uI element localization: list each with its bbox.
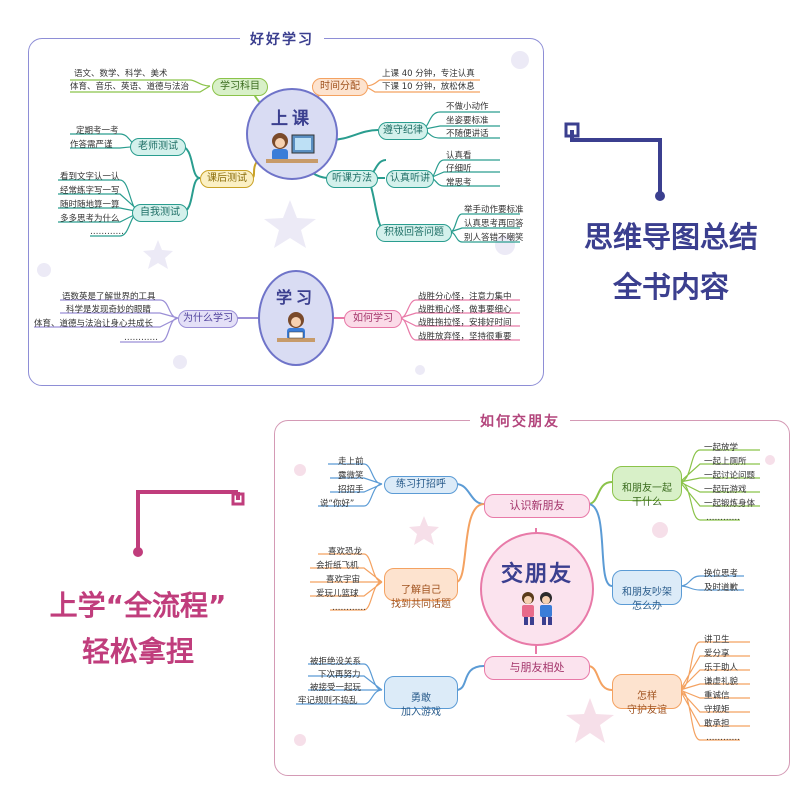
quarrel-leaf-2: 及时道歉 [704,582,738,594]
together-leaf-5: 一起锻炼身体 [704,498,755,510]
branch-meet-new-friends: 认识新朋友 [484,494,590,518]
brave-leaf-2: 下次再努力 [318,669,361,681]
branch-do-together: 和朋友一起 干什么 [612,466,682,501]
branch-get-along: 与朋友相处 [484,656,590,680]
greet-leaf-3: 招招手 [338,484,364,496]
greet-leaf-4: 说“你好” [320,498,354,510]
common-leaf-1: 喜欢恐龙 [328,546,362,558]
star-decoration [566,698,614,743]
common-leaf-4: 爱玩儿篮球 [316,588,359,600]
protect-leaf-8: ………… [706,732,740,744]
together-leaf-4: 一起玩游戏 [704,484,747,496]
protect-leaf-2: 爱分享 [704,648,730,660]
branch-join-game: 勇敢 加入游戏 [384,676,458,709]
greet-leaf-2: 露微笑 [338,470,364,482]
common-leaf-3: 喜欢宇宙 [326,574,360,586]
branch-protect-friendship: 怎样 守护友谊 [612,674,682,709]
together-leaf-3: 一起讨论问题 [704,470,755,482]
protect-leaf-4: 谦虚礼貌 [704,676,738,688]
two-friends-illustration [512,588,562,628]
star-decoration [409,516,439,545]
center-node-make-friends: 交朋友 [480,532,594,646]
branch-quarrel: 和朋友吵架 怎么办 [612,570,682,605]
together-leaf-1: 一起放学 [704,442,738,454]
protect-leaf-5: 重诚信 [704,690,730,702]
protect-leaf-7: 敢承担 [704,718,730,730]
protect-leaf-3: 乐于助人 [704,662,738,674]
brave-leaf-4: 牢记规则不捣乱 [298,695,358,707]
protect-leaf-1: 讲卫生 [704,634,730,646]
common-leaf-2: 会折纸飞机 [316,560,359,572]
greet-leaf-1: 走上前 [338,456,364,468]
common-leaf-5: ………… [332,602,366,614]
brave-leaf-1: 被拒绝没关系 [310,656,361,668]
together-leaf-2: 一起上厕所 [704,456,747,468]
branch-common-topic: 了解自己 找到共同话题 [384,568,458,601]
together-leaf-6: ………… [706,512,740,524]
brave-leaf-3: 被接受一起玩 [310,682,361,694]
center-node-make-friends-label: 交朋友 [501,556,573,588]
protect-leaf-6: 守规矩 [704,704,730,716]
quarrel-leaf-1: 换位思考 [704,568,738,580]
branch-greet: 练习打招呼 [384,476,458,494]
